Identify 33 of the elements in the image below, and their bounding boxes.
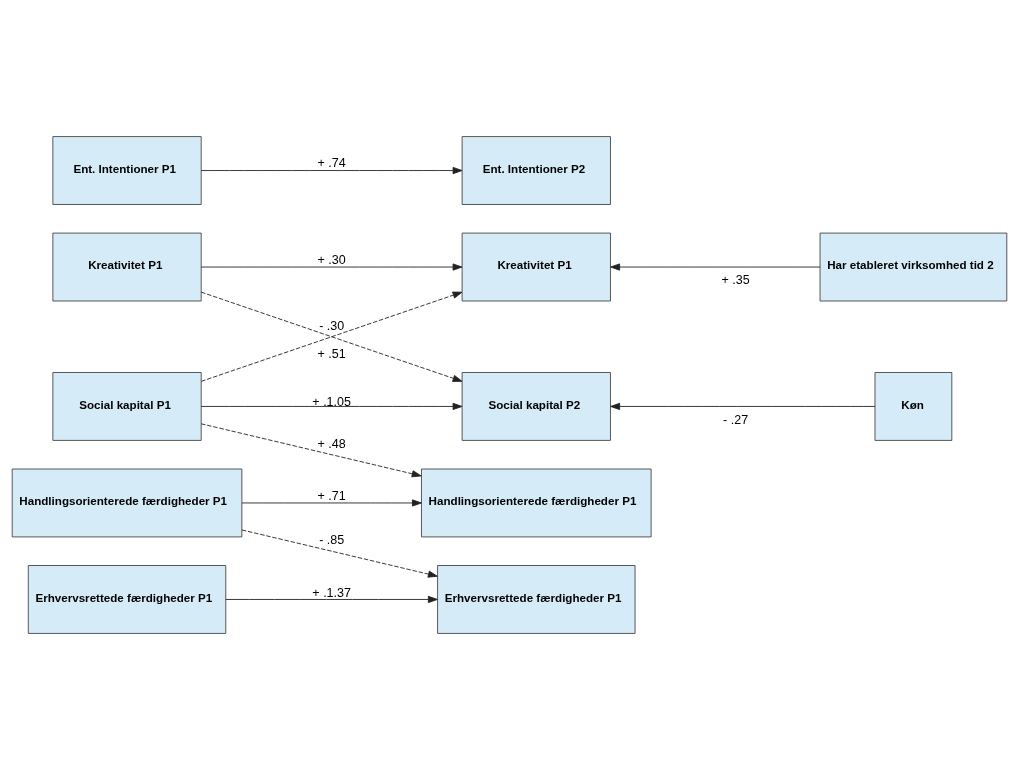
arrow — [225, 595, 438, 604]
edge-label: + .1.37 — [312, 585, 351, 600]
arrow — [200, 263, 463, 271]
arrow — [200, 423, 422, 478]
node-box: Social kapital P1 — [52, 372, 202, 441]
arrow — [200, 402, 463, 410]
arrow — [241, 499, 422, 507]
node-box: Handlingsorienterede færdigheder P1 — [421, 468, 652, 538]
node-box: Ent. Intentioner P1 — [52, 136, 202, 205]
node-box: Køn — [874, 372, 953, 441]
arrow — [610, 263, 821, 271]
edge-label: + .51 — [317, 347, 346, 362]
edge-label: + .74 — [317, 156, 346, 171]
edge-label: - .27 — [723, 412, 749, 427]
edge-label: + .35 — [721, 273, 750, 288]
node-box: Erhvervsrettede færdigheder P1 — [27, 565, 227, 634]
edge-label: + .30 — [317, 252, 346, 267]
arrow — [241, 529, 438, 578]
arrow — [200, 291, 463, 382]
arrow — [610, 402, 876, 410]
node-box: Ent. Intentioner P2 — [461, 136, 611, 205]
edge-label: - .85 — [319, 533, 345, 548]
node-box: Handlingsorienterede færdigheder P1 — [11, 468, 243, 538]
node-box: Social kapital P2 — [461, 372, 611, 441]
edge-label: + .71 — [317, 489, 346, 504]
edge-label: + .48 — [317, 436, 346, 451]
arrow — [200, 166, 463, 175]
node-box: Har etableret virksomhed tid 2 — [819, 232, 1008, 302]
node-box: Kreativitet P1 — [52, 232, 202, 302]
edge-label: + .1.05 — [312, 394, 351, 409]
node-box: Kreativitet P1 — [461, 232, 611, 302]
node-box: Erhvervsrettede færdigheder P1 — [437, 565, 636, 634]
edge-label: - .30 — [319, 318, 345, 333]
